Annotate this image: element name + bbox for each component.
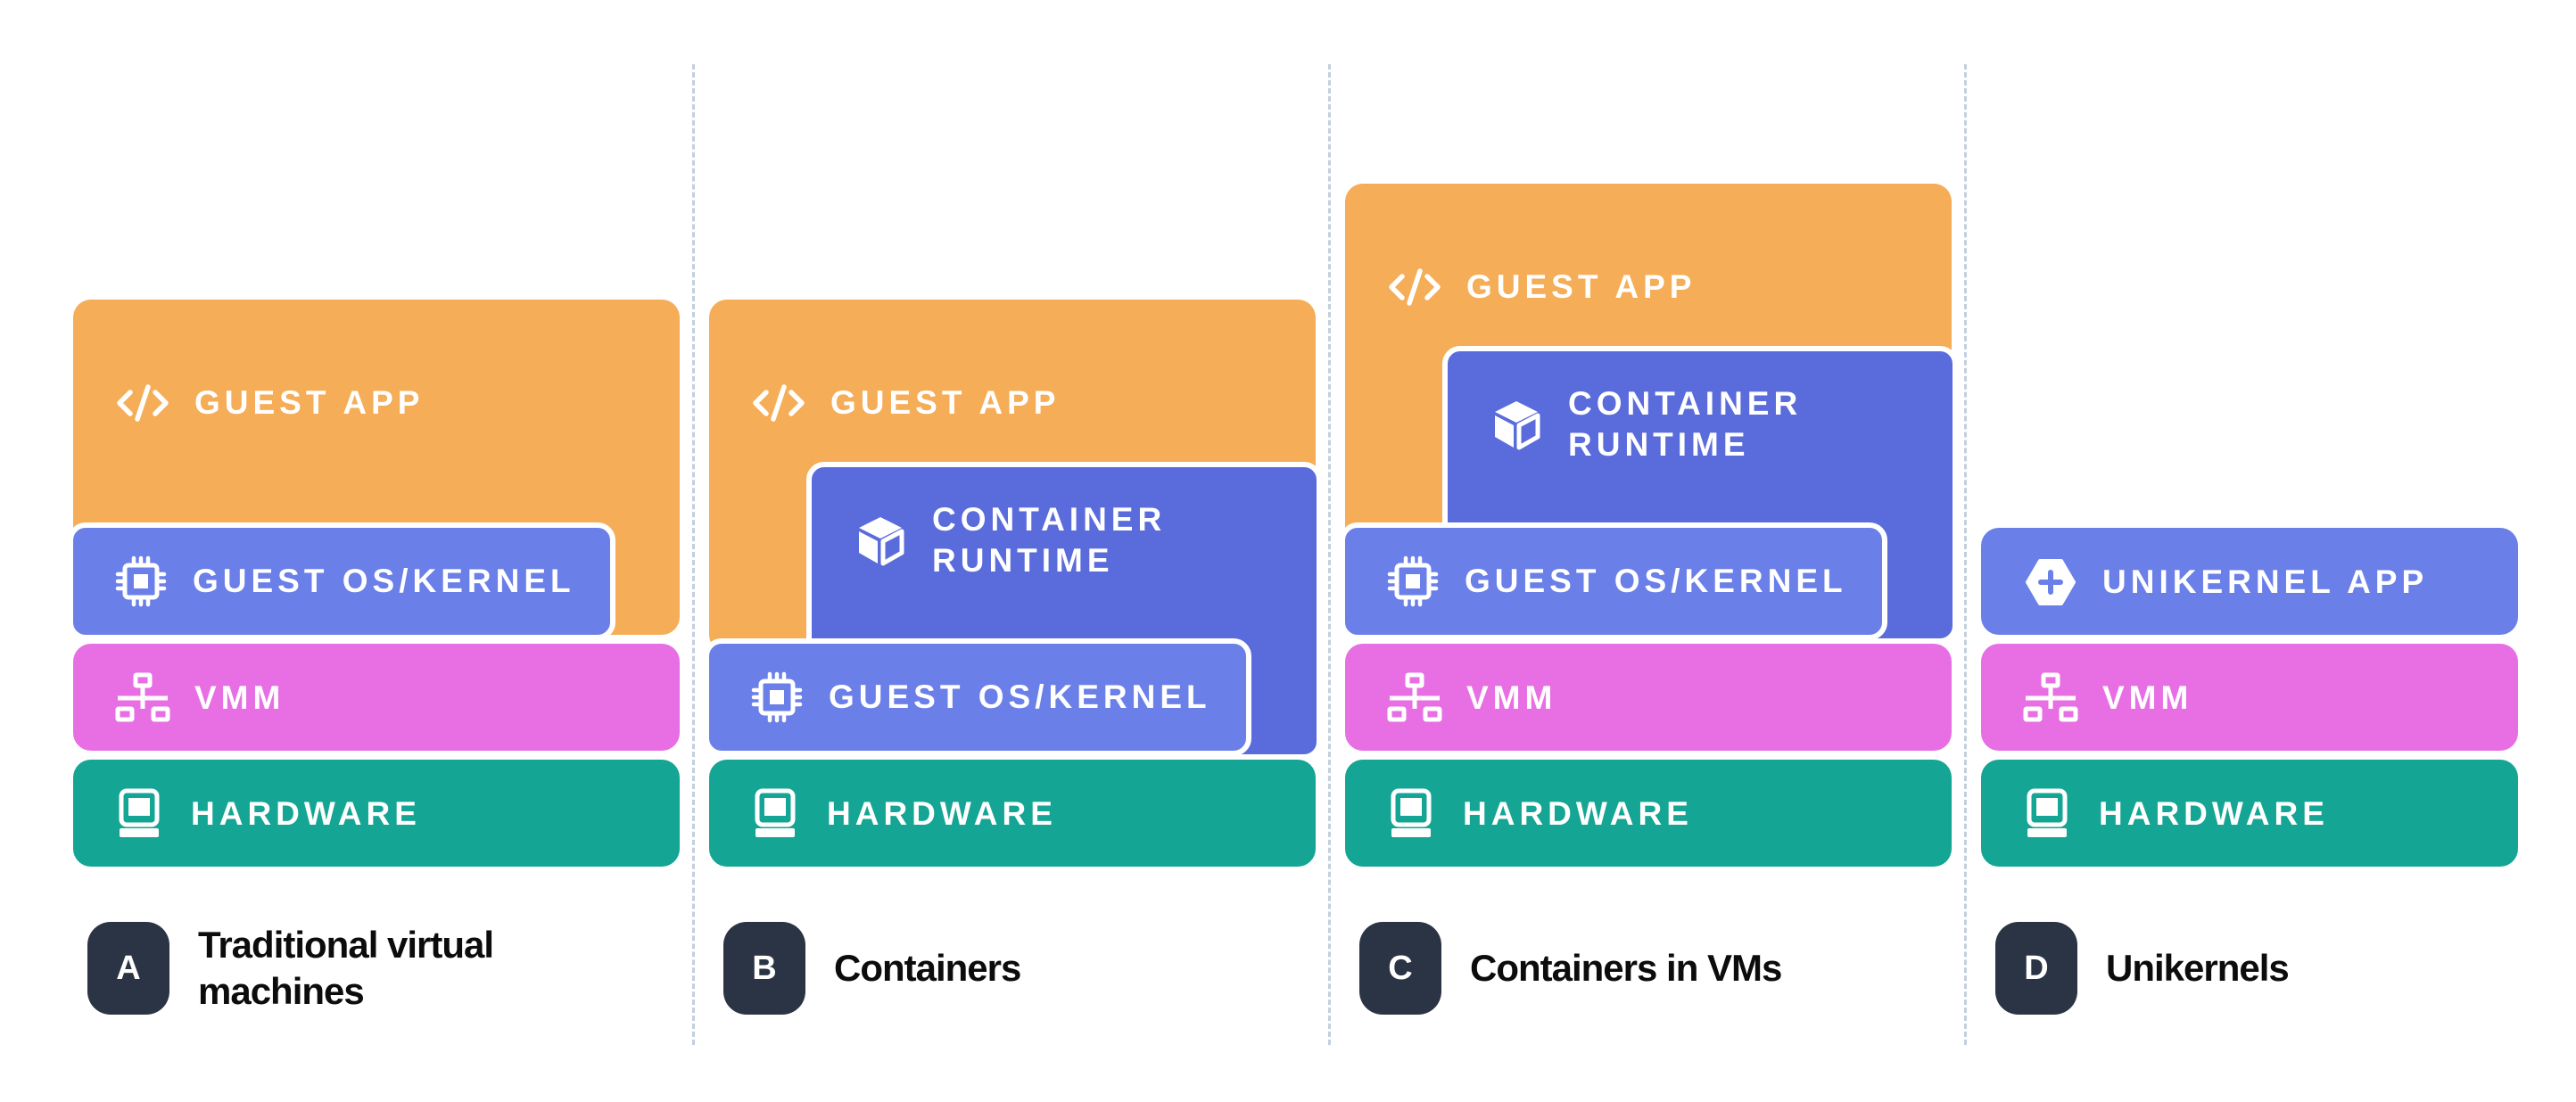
chip-icon <box>112 553 169 610</box>
hardware-block <box>73 760 680 867</box>
container-runtime-label: CONTAINER RUNTIME <box>1488 383 1818 465</box>
caption-d: D Unikernels <box>1995 922 2290 1015</box>
column-divider <box>692 64 695 1045</box>
hardware-label: HARDWARE <box>2019 785 2329 843</box>
guest-app-label: GUEST APP <box>1386 259 1696 316</box>
hardware-label: HARDWARE <box>747 785 1057 843</box>
chip-icon <box>748 669 805 726</box>
hardware-label: HARDWARE <box>111 785 421 843</box>
column-divider <box>1964 64 1967 1045</box>
chip-icon <box>1384 553 1441 610</box>
column-divider <box>1328 64 1331 1045</box>
vmm-block <box>1345 644 1952 751</box>
hardware-label: HARDWARE <box>1383 785 1693 843</box>
container-runtime-label: CONTAINER RUNTIME <box>852 499 1182 581</box>
hardware-block <box>1981 760 2518 867</box>
guest-os-label: GUEST OS/KERNEL <box>748 669 1211 726</box>
hexagon-plus-icon <box>2022 554 2079 611</box>
caption-title: Unikernels <box>2106 947 2290 989</box>
caption-badge: B <box>723 922 805 1015</box>
hardware-block <box>709 760 1316 867</box>
vmm-block <box>73 644 680 751</box>
cube-icon <box>1488 396 1545 453</box>
computer-icon <box>747 785 804 843</box>
computer-icon <box>2019 785 2076 843</box>
caption-b: B Containers <box>723 922 1021 1015</box>
caption-badge: A <box>87 922 169 1015</box>
network-icon <box>2022 670 2079 727</box>
network-icon <box>1386 670 1443 727</box>
caption-c: C Containers in VMs <box>1359 922 1782 1015</box>
caption-title: Traditional virtual machines <box>198 924 494 1012</box>
computer-icon <box>111 785 168 843</box>
caption-title: Containers in VMs <box>1470 947 1782 989</box>
guest-os-label: GUEST OS/KERNEL <box>1384 553 1847 610</box>
caption-a: A Traditional virtual machines <box>87 922 537 1015</box>
caption-title: Containers <box>834 947 1021 989</box>
computer-icon <box>1383 785 1440 843</box>
guest-os-label: GUEST OS/KERNEL <box>112 553 575 610</box>
guest-app-label: GUEST APP <box>114 374 424 432</box>
code-icon <box>750 374 807 432</box>
caption-badge: D <box>1995 922 2077 1015</box>
vmm-label: VMM <box>2022 670 2192 727</box>
caption-badge: C <box>1359 922 1441 1015</box>
network-icon <box>114 670 171 727</box>
vmm-label: VMM <box>114 670 285 727</box>
code-icon <box>114 374 171 432</box>
cube-icon <box>852 512 909 569</box>
vmm-label: VMM <box>1386 670 1556 727</box>
hardware-block <box>1345 760 1952 867</box>
guest-app-label: GUEST APP <box>750 374 1060 432</box>
unikernel-app-label: UNIKERNEL APP <box>2022 554 2428 611</box>
code-icon <box>1386 259 1443 316</box>
